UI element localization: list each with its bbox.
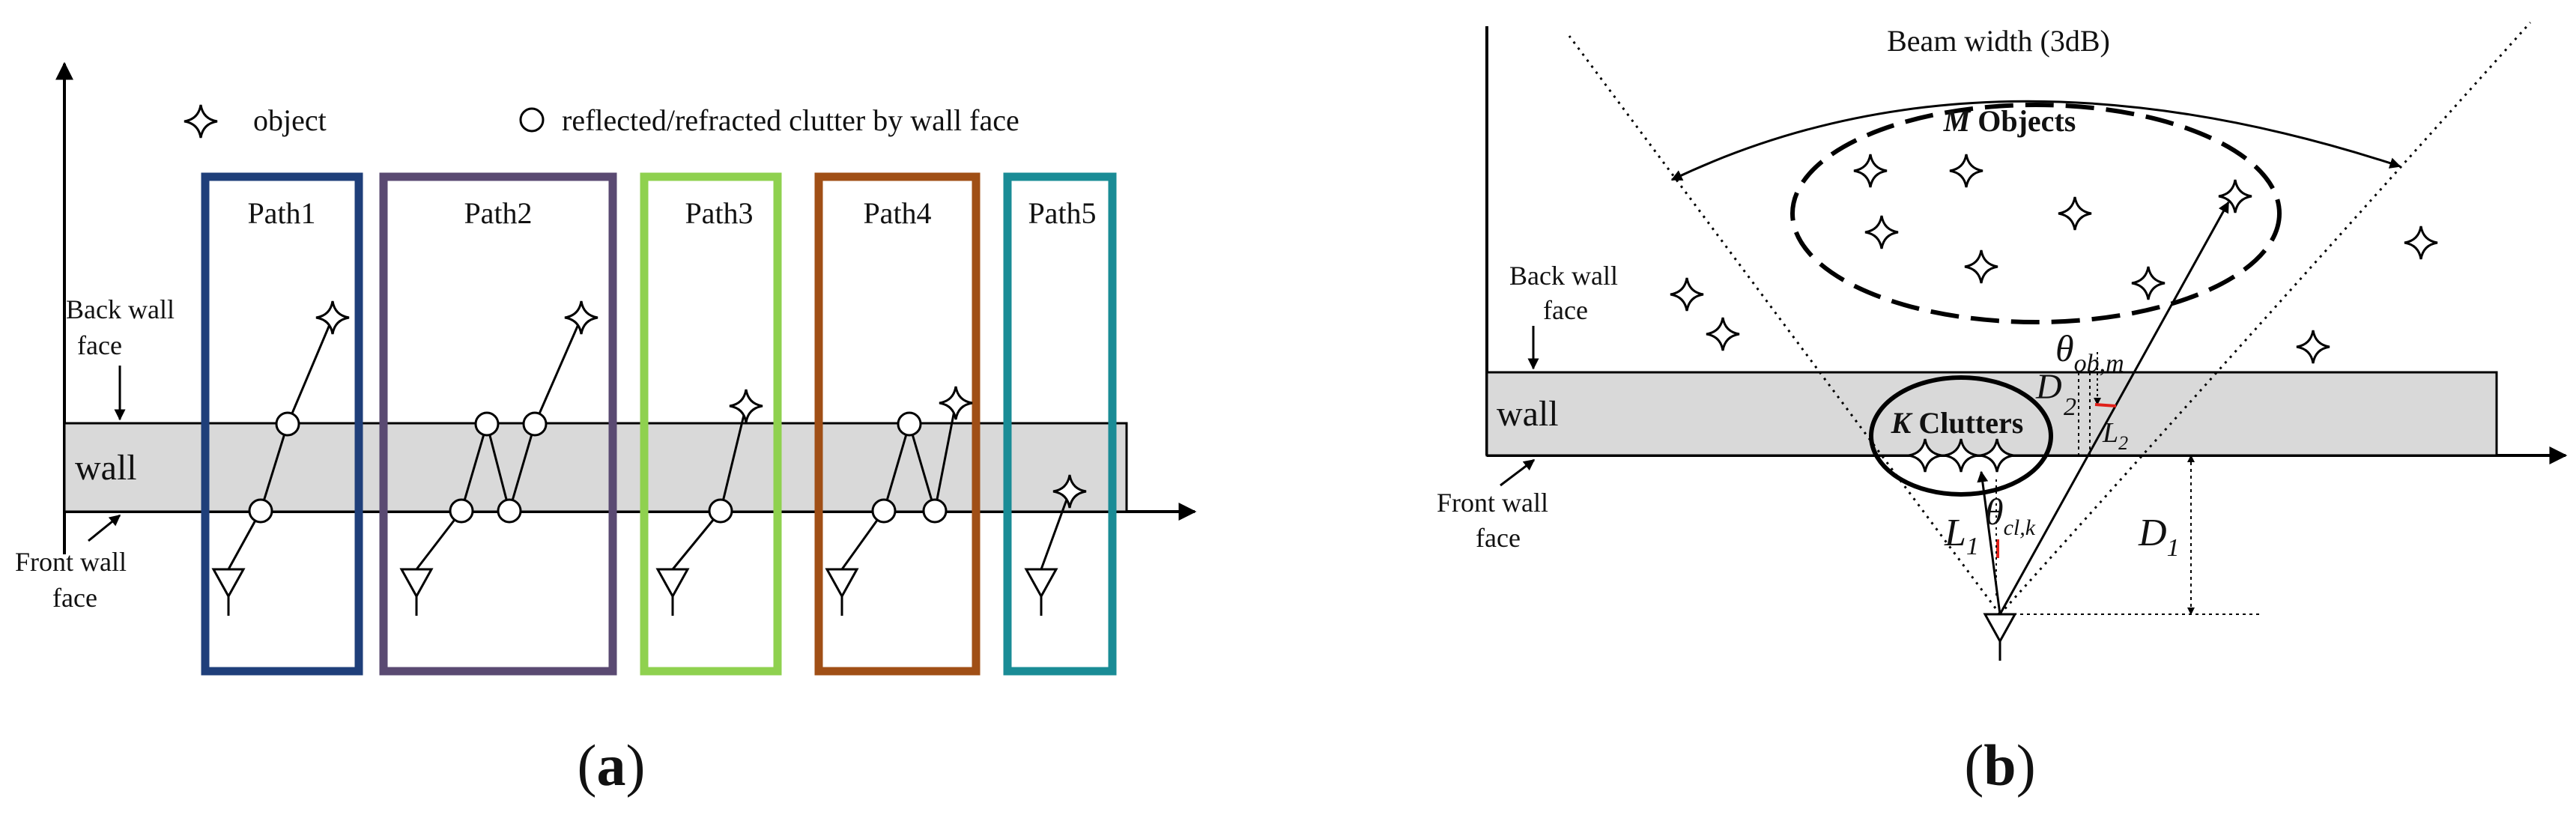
path4-label: Path4 bbox=[863, 196, 931, 230]
path2-ray bbox=[400, 300, 599, 617]
wall-band-b bbox=[1485, 371, 2498, 457]
front-wall-arrow-a bbox=[88, 514, 121, 542]
path3-label: Path3 bbox=[685, 196, 753, 230]
panel-a: wall object reflected/refracted clutter … bbox=[15, 61, 1197, 798]
clutters-label: K Clutters bbox=[1891, 406, 2024, 440]
path5-label: Path5 bbox=[1028, 196, 1096, 230]
object-stars-inside bbox=[1852, 153, 2253, 301]
caption-a: (a) bbox=[578, 733, 646, 798]
object-stars-outside bbox=[1669, 225, 2439, 365]
path3-ray bbox=[656, 388, 764, 617]
front-wall-label-a-2: face bbox=[52, 583, 97, 613]
path4-ray bbox=[825, 385, 974, 617]
wall-label-b: wall bbox=[1497, 394, 1559, 434]
l2-label: L2 bbox=[2102, 417, 2128, 454]
ray-to-clutter bbox=[1977, 470, 2001, 615]
wall-band-a bbox=[63, 422, 1128, 513]
beam-width-arc bbox=[1670, 100, 2401, 181]
legend-object-label: object bbox=[253, 103, 327, 137]
l1-label: L1 bbox=[1944, 512, 1979, 560]
clutters-ellipse bbox=[1869, 375, 2053, 497]
clutter-stars bbox=[1907, 437, 2015, 473]
radar-antenna-b bbox=[1983, 613, 2016, 662]
objects-ellipse bbox=[1790, 103, 2282, 324]
legend-object-star-icon bbox=[183, 103, 219, 139]
theta-ob-label: θob,m bbox=[2055, 327, 2124, 378]
path1-ray bbox=[212, 300, 351, 617]
back-wall-label-a-1: Back wall bbox=[66, 294, 175, 324]
theta-cl-label: θcl,k bbox=[1985, 491, 2036, 540]
back-wall-label-b-2: face bbox=[1543, 295, 1588, 325]
path5-ray bbox=[1025, 473, 1088, 617]
d2-label: D2 bbox=[2035, 367, 2076, 421]
legend-clutter-label: reflected/refracted clutter by wall face bbox=[562, 103, 1019, 137]
wall-label-a: wall bbox=[75, 448, 137, 488]
path5-box bbox=[1003, 172, 1117, 676]
beam-left-edge bbox=[1568, 35, 2001, 615]
l2-red-mark bbox=[2094, 403, 2117, 408]
front-wall-label-a-1: Front wall bbox=[15, 547, 127, 577]
back-wall-label-a-2: face bbox=[77, 330, 122, 360]
caption-b: (b) bbox=[1964, 733, 2035, 798]
d1-label: D1 bbox=[2138, 512, 2180, 562]
path3-box bbox=[640, 172, 782, 676]
beam-right-edge bbox=[1998, 21, 2532, 616]
front-wall-arrow-b bbox=[1500, 458, 1536, 487]
front-wall-label-b-1: Front wall bbox=[1437, 488, 1548, 518]
path2-box bbox=[379, 172, 617, 676]
ray-to-object bbox=[1998, 201, 2230, 615]
legend-clutter-circle-icon bbox=[519, 107, 545, 133]
path4-box bbox=[814, 172, 981, 676]
path1-box bbox=[201, 172, 363, 676]
back-wall-label-b-1: Back wall bbox=[1509, 261, 1618, 291]
path2-label: Path2 bbox=[464, 196, 532, 230]
panel-b: wall Beam width (3dB) M Objects Back bbox=[1437, 21, 2568, 798]
front-wall-label-b-2: face bbox=[1476, 523, 1521, 553]
path1-label: Path1 bbox=[247, 196, 315, 230]
beam-width-label: Beam width (3dB) bbox=[1887, 24, 2110, 58]
objects-label: M Objects bbox=[1943, 104, 2076, 138]
